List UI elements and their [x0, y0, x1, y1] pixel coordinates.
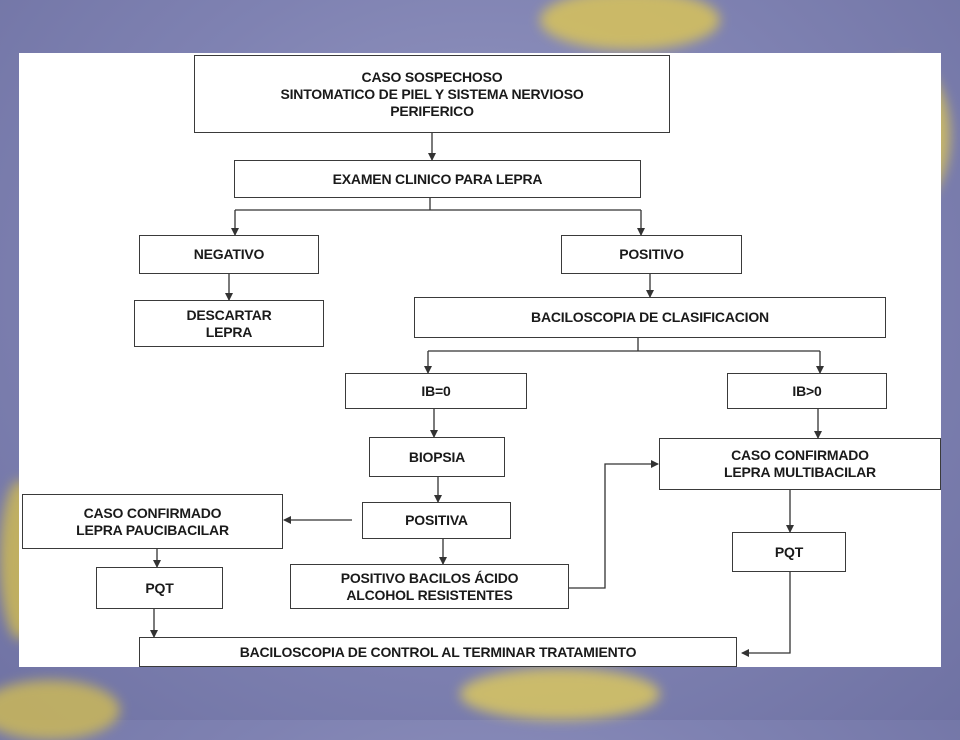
box-pqt-right: PQT	[732, 532, 846, 572]
box-caso-sospechoso: CASO SOSPECHOSO SINTOMATICO DE PIEL Y SI…	[194, 55, 670, 133]
connector-lines	[150, 133, 824, 657]
flowchart-slide: CASO SOSPECHOSO SINTOMATICO DE PIEL Y SI…	[19, 53, 941, 667]
arrow-pqt-right-control	[741, 572, 791, 657]
box-biopsia: BIOPSIA	[369, 437, 505, 477]
box-negativo: NEGATIVO	[139, 235, 319, 274]
box-caso-confirmado-paucibacilar: CASO CONFIRMADO LEPRA PAUCIBACILAR	[22, 494, 283, 549]
box-positivo: POSITIVO	[561, 235, 742, 274]
box-positivo-bacilos: POSITIVO BACILOS ÁCIDO ALCOHOL RESISTENT…	[290, 564, 569, 609]
box-baciloscopia-control: BACILOSCOPIA DE CONTROL AL TERMINAR TRAT…	[139, 637, 737, 667]
box-ib-cero: IB=0	[345, 373, 527, 409]
box-positiva: POSITIVA	[362, 502, 511, 539]
box-pqt-left: PQT	[96, 567, 223, 609]
background-blob	[0, 680, 120, 740]
box-descartar-lepra: DESCARTAR LEPRA	[134, 300, 324, 347]
box-caso-confirmado-multibacilar: CASO CONFIRMADO LEPRA MULTIBACILAR	[659, 438, 941, 490]
box-ib-mayor: IB>0	[727, 373, 887, 409]
background-blob	[460, 668, 660, 720]
arrow-bacilos-multibacilar	[569, 460, 659, 589]
box-examen-clinico: EXAMEN CLINICO PARA LEPRA	[234, 160, 641, 198]
background-blob	[540, 0, 720, 50]
box-baciloscopia-clasificacion: BACILOSCOPIA DE CLASIFICACION	[414, 297, 886, 338]
